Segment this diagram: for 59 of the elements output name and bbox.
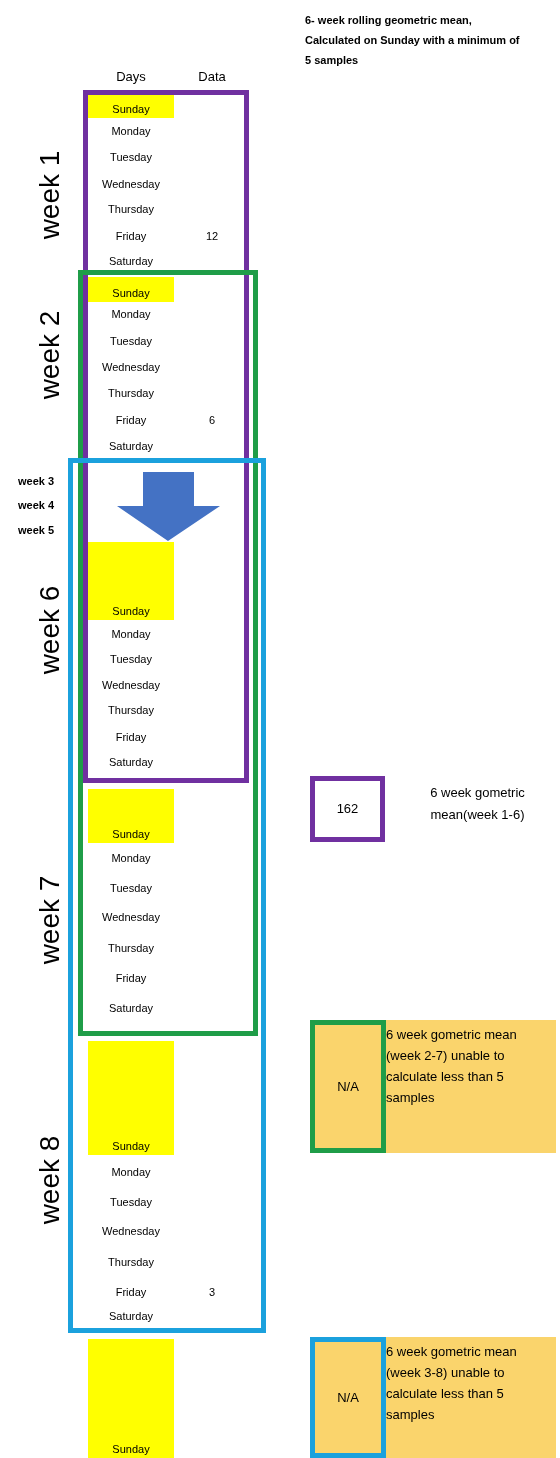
week-label: week 6 — [34, 585, 66, 675]
day-label: Saturday — [109, 439, 153, 453]
note-box: 6 week gometric mean (week 2-7) unable to calculate less than 5 samples — [386, 1020, 556, 1153]
day-label: Wednesday — [102, 910, 160, 924]
day-label: Thursday — [108, 386, 154, 400]
data-value: 12 — [205, 229, 219, 243]
day-label: Wednesday — [102, 678, 160, 692]
window-frame — [83, 90, 249, 783]
day-cell: Sunday — [88, 1041, 174, 1155]
day-cell: Sunday — [88, 277, 174, 302]
day-label: Saturday — [109, 755, 153, 769]
day-label: Thursday — [108, 703, 154, 717]
day-label: Wednesday — [102, 360, 160, 374]
note-text: 6- week rolling geometric mean, Calculated on Sunday with a minimum of 5 samples — [305, 13, 520, 68]
day-label: Thursday — [108, 941, 154, 955]
day-label: Tuesday — [110, 881, 152, 895]
result-caption: 6 week gometric mean(week 1-6) — [429, 784, 526, 824]
day-label: Saturday — [109, 254, 153, 268]
day-label: Thursday — [108, 1255, 154, 1269]
day-label: Monday — [111, 1165, 151, 1179]
result-box: 162 — [310, 776, 385, 842]
day-label: Friday — [115, 971, 147, 985]
day-label: Tuesday — [110, 334, 152, 348]
window-frame — [78, 270, 258, 1036]
result-box: N/A — [310, 1020, 386, 1153]
day-label: Saturday — [109, 1309, 153, 1323]
week-label: week 2 — [34, 310, 66, 400]
day-label: Tuesday — [110, 652, 152, 666]
day-label: Tuesday — [110, 150, 152, 164]
day-label: Friday — [115, 229, 147, 243]
day-label: Friday — [115, 413, 147, 427]
window-frame — [68, 458, 266, 1333]
day-label: Monday — [111, 124, 151, 138]
day-label: Thursday — [108, 202, 154, 216]
day-cell: Sunday — [88, 542, 174, 620]
column-header: Days — [116, 69, 146, 85]
week-label: week 1 — [34, 150, 66, 240]
day-label: Tuesday — [110, 1195, 152, 1209]
data-value: 3 — [208, 1285, 216, 1299]
week-label: week 8 — [34, 1135, 66, 1225]
week-label: week 4 — [17, 498, 55, 512]
day-label: Monday — [111, 627, 151, 641]
day-cell: Sunday — [88, 1339, 174, 1458]
week-label: week 7 — [34, 875, 66, 965]
day-label: Wednesday — [102, 177, 160, 191]
day-label: Wednesday — [102, 1224, 160, 1238]
day-label: Saturday — [109, 1001, 153, 1015]
day-label: Friday — [115, 730, 147, 744]
result-box: N/A — [310, 1337, 386, 1458]
day-cell: Sunday — [88, 95, 174, 118]
week-label: week 3 — [17, 474, 55, 488]
day-cell: Sunday — [88, 789, 174, 843]
column-header: Data — [198, 69, 226, 85]
data-value: 6 — [208, 413, 216, 427]
day-label: Monday — [111, 307, 151, 321]
week-label: week 5 — [17, 523, 55, 537]
note-box: 6 week gometric mean (week 3-8) unable to calculate less than 5 samples — [386, 1337, 556, 1458]
day-label: Monday — [111, 851, 151, 865]
day-label: Friday — [115, 1285, 147, 1299]
